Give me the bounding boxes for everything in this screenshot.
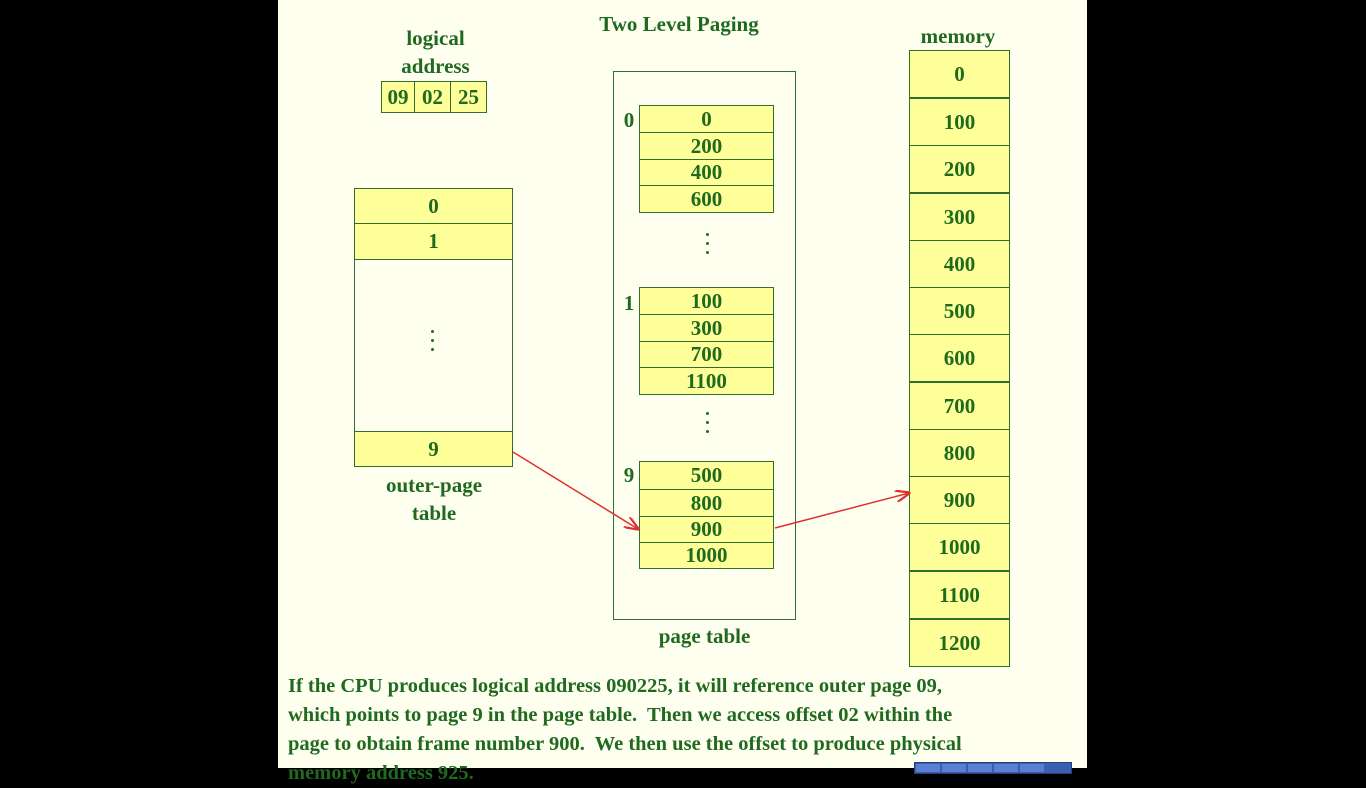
logical-address-label-line1: logical	[406, 26, 465, 50]
nav-button[interactable]	[942, 764, 966, 772]
memory-frame: 1200	[909, 619, 1010, 667]
logical-address-part-offset: 25	[450, 81, 487, 113]
page-table-entry: 400	[639, 159, 774, 186]
page-table-group-index: 9	[623, 463, 635, 487]
outer-page-table-ellipsis	[427, 330, 437, 351]
page-table-ellipsis	[702, 412, 712, 433]
page-table-entry: 1000	[639, 542, 774, 569]
slide-navigation-bar[interactable]	[914, 762, 1072, 774]
description-paragraph: If the CPU produces logical address 0902…	[288, 672, 1078, 788]
page-table-entry: 1100	[639, 367, 774, 395]
logical-address-part-outer: 09	[381, 81, 415, 113]
outer-page-table-label-line1: outer-page	[385, 473, 483, 497]
page-table-group-index: 0	[623, 108, 635, 132]
memory-frame: 200	[909, 145, 1010, 193]
page-table-entry: 700	[639, 341, 774, 368]
memory-frame: 400	[909, 240, 1010, 288]
description-line: memory address 925.	[288, 762, 474, 784]
nav-button[interactable]	[968, 764, 992, 772]
page-table-entry: 200	[639, 132, 774, 160]
diagram-title: Two Level Paging	[599, 12, 759, 36]
page-table-entry: 600	[639, 185, 774, 213]
outer-page-table-label-line2: table	[411, 501, 457, 525]
memory-frame: 1000	[909, 523, 1010, 571]
page-table-entry-900: 900	[639, 516, 774, 543]
page-table-entry: 800	[639, 489, 774, 517]
page-table-entry: 300	[639, 314, 774, 342]
nav-button[interactable]	[916, 764, 940, 772]
page-table-entry: 100	[639, 287, 774, 315]
description-line: page to obtain frame number 900. We then…	[288, 733, 962, 755]
logical-address-part-inner: 02	[414, 81, 451, 113]
logical-address-label-line2: address	[401, 54, 470, 78]
page-table-entry: 0	[639, 105, 774, 133]
memory-frame: 100	[909, 98, 1010, 146]
outer-page-table-entry-9: 9	[354, 431, 513, 467]
page-table-ellipsis	[702, 233, 712, 254]
memory-frame: 600	[909, 334, 1010, 382]
page-table-group-index: 1	[623, 291, 635, 315]
memory-frame: 0	[909, 50, 1010, 98]
page-table-frame	[613, 71, 796, 620]
page-table-label: page table	[658, 624, 751, 648]
page-table-entry: 500	[639, 461, 774, 490]
memory-frame: 300	[909, 193, 1010, 241]
memory-frame: 500	[909, 287, 1010, 335]
slide: Two Level Paging logical address 09 02 2…	[278, 0, 1087, 784]
memory-frame: 1100	[909, 571, 1010, 619]
memory-frame: 800	[909, 429, 1010, 477]
memory-label: memory	[920, 24, 996, 48]
nav-button[interactable]	[994, 764, 1018, 772]
outer-page-table-entry: 0	[354, 188, 513, 224]
memory-frame: 900	[909, 476, 1010, 524]
outer-page-table-entry: 1	[354, 223, 513, 260]
nav-button[interactable]	[1020, 764, 1044, 772]
description-line: which points to page 9 in the page table…	[288, 704, 953, 726]
memory-frame: 700	[909, 382, 1010, 430]
description-line: If the CPU produces logical address 0902…	[288, 675, 943, 697]
